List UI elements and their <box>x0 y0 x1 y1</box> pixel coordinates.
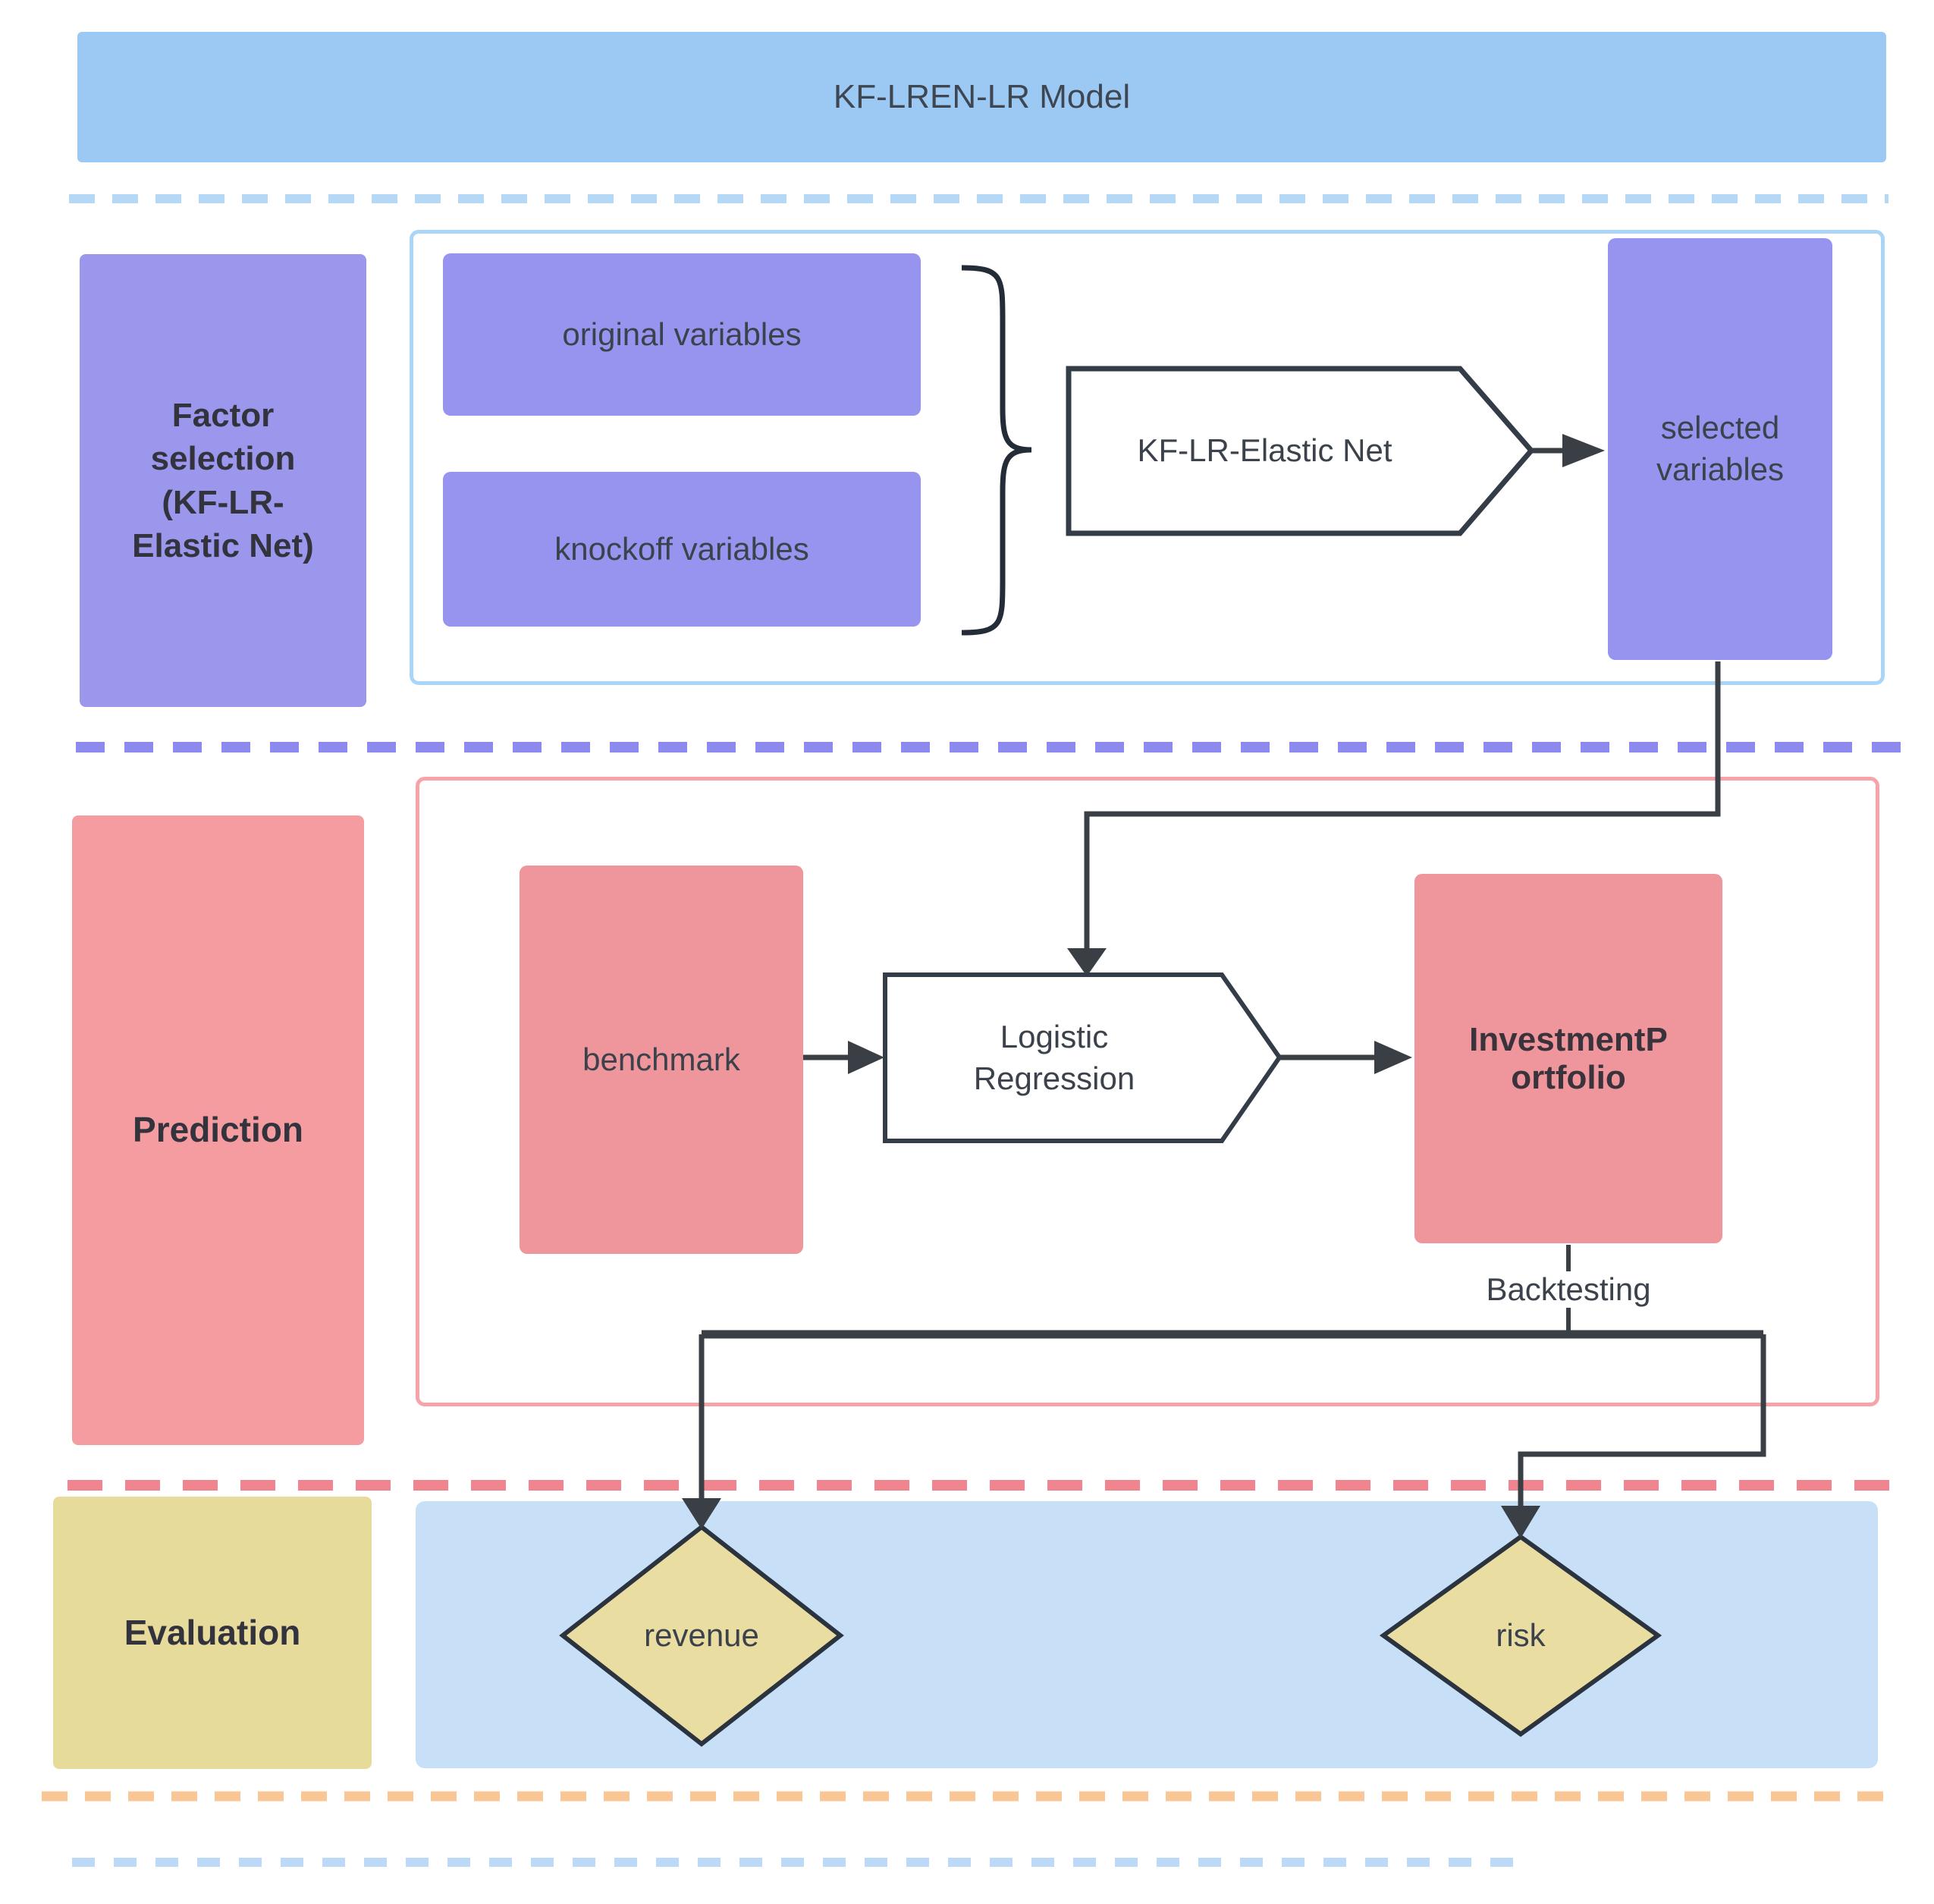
edge-label-backtesting: Backtesting <box>1486 1271 1651 1307</box>
section-label-factor-selection: Factor selection (KF-LR- Elastic Net) <box>80 254 366 707</box>
page-title: KF-LREN-LR Model <box>77 32 1886 162</box>
node-knockoff-variables: knockoff variables <box>443 472 921 627</box>
diamond-risk-label: risk <box>1496 1617 1546 1653</box>
node-selected-variables: selected variables <box>1608 238 1832 660</box>
section-label-evaluation: Evaluation <box>53 1497 372 1769</box>
section-label-prediction: Prediction <box>72 815 364 1445</box>
pentagon-kf-lr-elastic-net-label: KF-LR-Elastic Net <box>1137 432 1392 469</box>
node-benchmark: benchmark <box>520 866 803 1254</box>
pentagon-logistic-regression-label: Logistic Regression <box>973 1018 1135 1096</box>
node-investment-portfolio: InvestmentP ortfolio <box>1414 874 1722 1243</box>
node-original-variables: original variables <box>443 253 921 416</box>
diamond-revenue-label: revenue <box>644 1617 759 1653</box>
